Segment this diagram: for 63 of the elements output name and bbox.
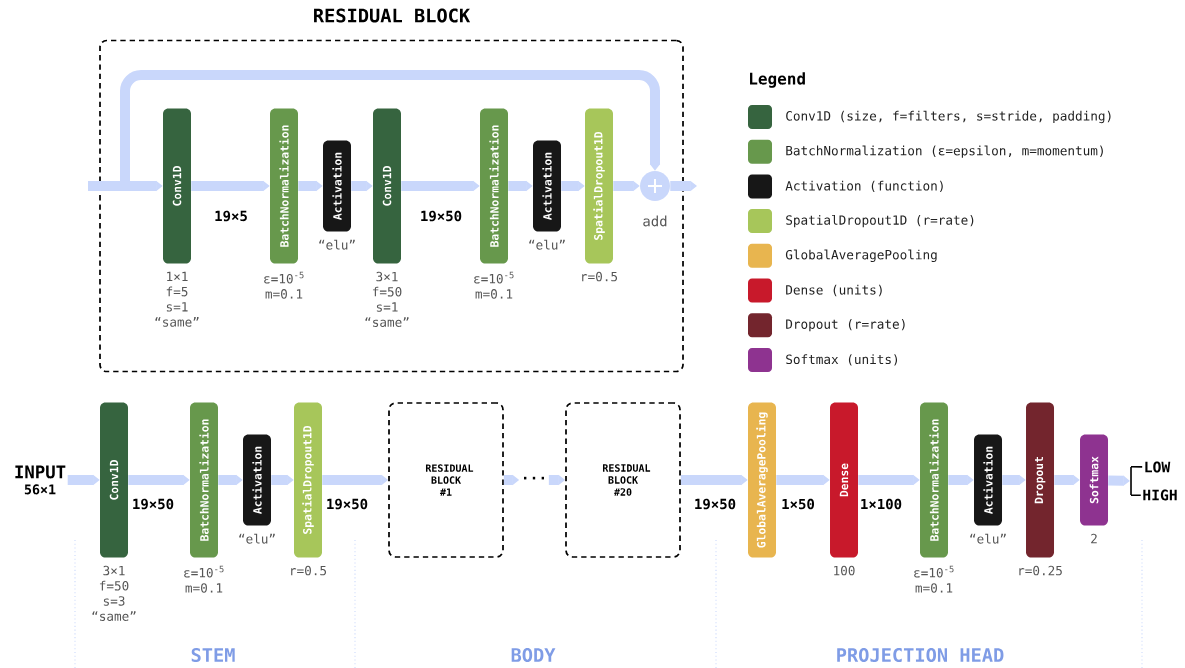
parameter-text: ε=10$^{-5}$ m=0.1 — [914, 565, 954, 593]
legend-text: Activation (function) — [785, 180, 943, 193]
legend-text: Dense (units) — [786, 284, 882, 297]
bracket-line — [1130, 465, 1143, 468]
input-label: INPUT 56×1 — [15, 465, 66, 495]
parameter-text: 3×1 f=50 s=1 “same” — [365, 271, 409, 327]
legend-text: SpatialDropout1D (r=rate) — [786, 214, 974, 228]
section-label: BODY — [511, 647, 556, 663]
layer-block: Activation — [974, 434, 1002, 526]
parameter-text: 100 — [834, 565, 855, 576]
parameter-text: ε=10$^{-5}$ m=0.1 — [264, 271, 304, 299]
layer-block: Activation — [243, 434, 271, 526]
edge-label: 19×50 — [695, 498, 736, 510]
layer-block: GlobalAveragePooling — [748, 402, 776, 558]
output-label: HIGH — [1143, 489, 1177, 501]
legend-text: Softmax (units) — [786, 354, 898, 366]
layer-block: Conv1D — [163, 108, 191, 264]
layer-block: Activation — [323, 140, 351, 232]
residual-block: RESIDUAL BLOCK #1 — [388, 402, 504, 558]
layer-block: BatchNormalization — [480, 108, 508, 264]
residual-block: RESIDUAL BLOCK #20 — [565, 402, 681, 558]
flow-arrow — [120, 70, 661, 182]
layer-block: Conv1D — [100, 402, 128, 558]
parameter-text: ε=10$^{-5}$ m=0.1 — [474, 271, 514, 299]
parameter-text: “elu” — [319, 239, 355, 250]
bracket-line — [1130, 494, 1142, 497]
edge-label: 19×50 — [421, 210, 462, 222]
layer-block: Softmax — [1080, 434, 1108, 526]
layer-block: SpatialDropout1D — [585, 108, 613, 264]
parameter-text: r=0.25 — [1019, 565, 1062, 576]
parameter-text: r=0.5 — [291, 565, 327, 576]
output-label: LOW — [1145, 461, 1171, 473]
section-label: PROJECTION HEAD — [837, 647, 1004, 663]
parameter-text: “elu” — [970, 533, 1006, 544]
edge-label: 19×50 — [327, 498, 368, 510]
edge-label: 19×5 — [215, 210, 247, 222]
legend-text: GlobalAveragePooling — [785, 249, 937, 262]
block-title: RESIDUAL BLOCK — [314, 8, 471, 23]
layer-block: BatchNormalization — [190, 402, 218, 558]
output-label: ··· — [524, 476, 544, 480]
layer-block: Conv1D — [373, 108, 401, 264]
legend-text: Dropout (r=rate) — [786, 319, 905, 332]
legend-text: Conv1D (size, f=filters, s=stride, padding) — [786, 110, 1111, 124]
parameter-text: “elu” — [239, 533, 275, 544]
layer-block: BatchNormalization — [920, 402, 948, 558]
layer-block: Dense — [830, 402, 858, 558]
legend-title: Legend — [750, 72, 805, 88]
parameter-text: ε=10$^{-5}$ m=0.1 — [184, 565, 224, 593]
add-label: add — [643, 215, 667, 227]
layer-block: Activation — [533, 140, 561, 232]
legend-text: BatchNormalization (ε=epsilon, m=momentum) — [786, 145, 1103, 158]
parameter-text: r=0.5 — [582, 271, 618, 282]
edge-label: 1×50 — [782, 498, 815, 510]
parameter-text: 1×1 f=5 s=1 “same” — [155, 271, 199, 327]
parameter-text: “elu” — [529, 239, 565, 250]
parameter-text: 2 — [1091, 533, 1097, 544]
parameter-text: 3×1 f=50 s=3 “same” — [92, 565, 136, 621]
section-label: STEM — [191, 647, 235, 663]
edge-label: 19×50 — [133, 498, 174, 510]
layer-block: BatchNormalization — [270, 108, 298, 264]
layer-block: SpatialDropout1D — [294, 402, 322, 558]
edge-label: 1×100 — [861, 498, 902, 510]
layer-block: Dropout — [1026, 402, 1054, 558]
